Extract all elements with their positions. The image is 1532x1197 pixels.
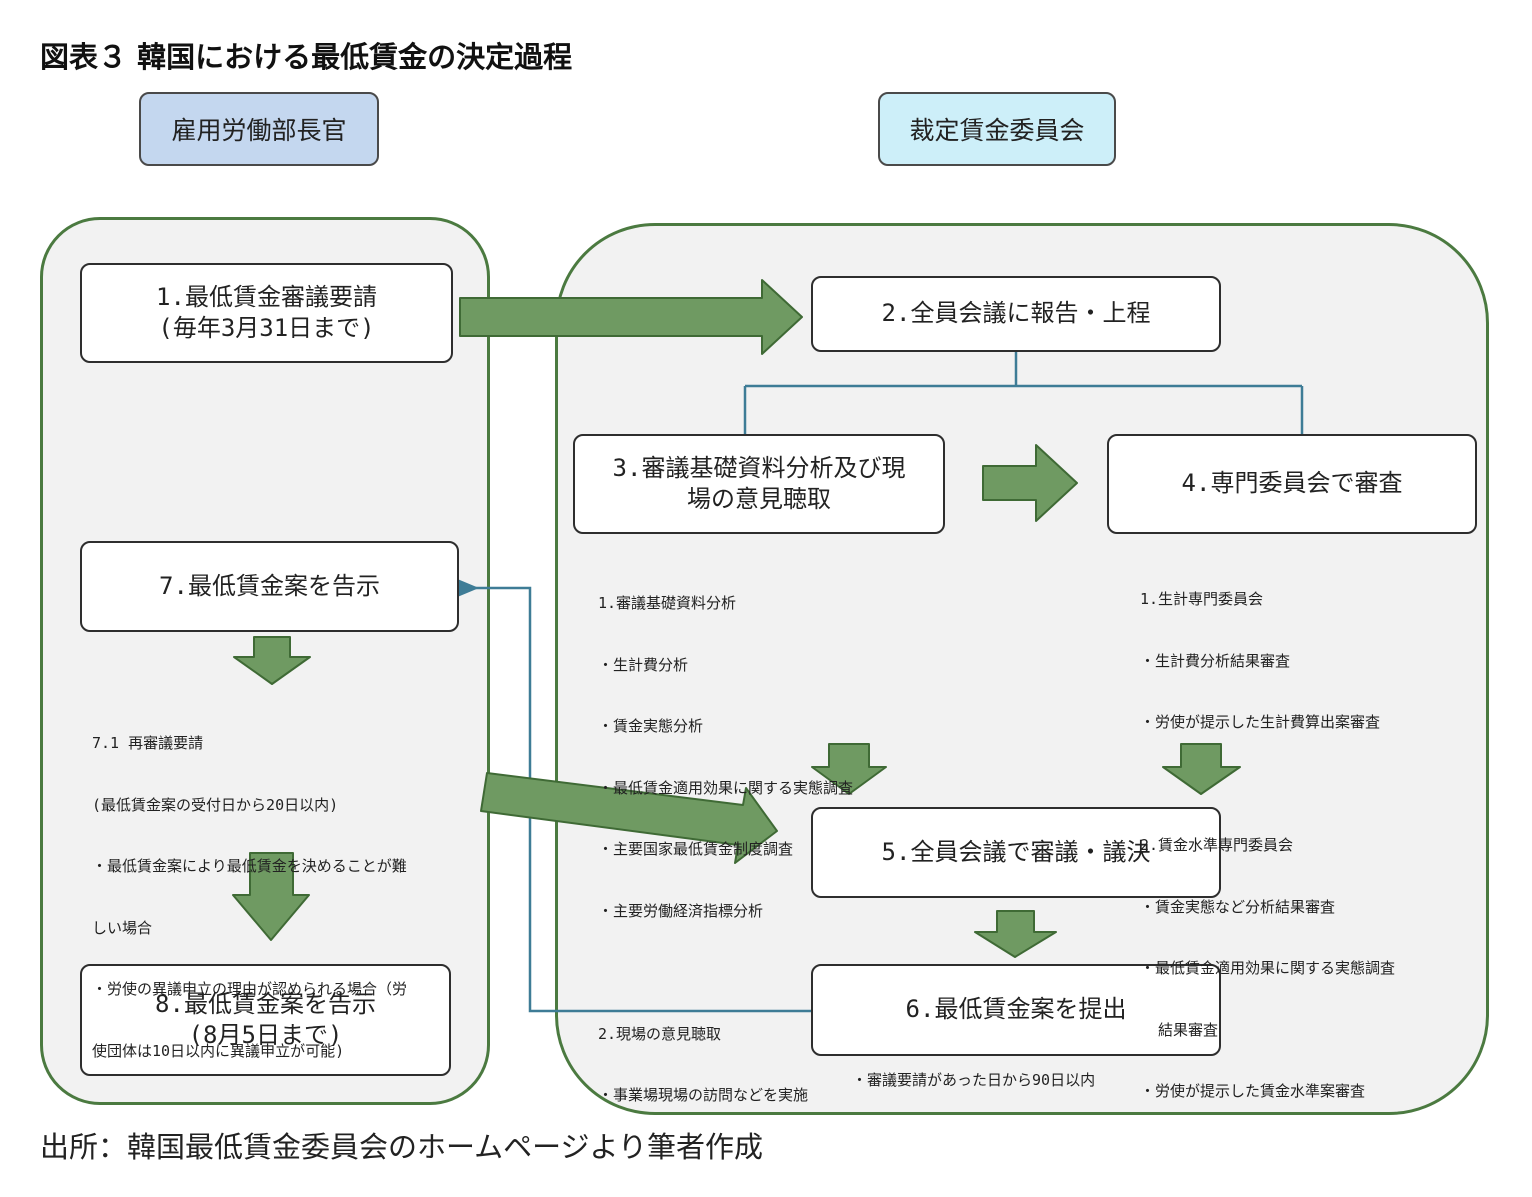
note-line: 2.賃金水準専門委員会	[1140, 836, 1294, 854]
step5-box: 5.全員会議で審議・議決	[811, 807, 1221, 898]
note-line: 7.1 再審議要請	[92, 734, 204, 752]
note-line: 使団体は10日以内に異議申立が可能)	[92, 1041, 345, 1060]
note-line: 2.現場の意見聴取	[598, 1024, 722, 1043]
step7-title: 7.最低賃金案を告示	[159, 571, 380, 600]
step3-box: 3.審議基礎資料分析及び現 場の意見聴取	[573, 434, 945, 534]
note-line	[598, 962, 853, 983]
note-line: しい場合	[92, 918, 153, 937]
note-line: ・最低賃金案により最低賃金を決めることが難	[92, 857, 407, 875]
header-wage-committee: 裁定賃金委員会	[878, 92, 1116, 166]
step3-title-line2: 場の意見聴取	[687, 485, 831, 513]
step7-1-notes: 7.1 再審議要請 (最低賃金案の受付日から20日以内) ・最低賃金案により最低…	[92, 692, 407, 1082]
header-labor-minister: 雇用労働部長官	[139, 92, 379, 166]
step6-note: ・審議要請があった日から90日以内	[852, 1071, 1096, 1089]
step1-deadline: (毎年3月31日まで)	[158, 314, 375, 342]
note-line: ・賃金実態分析	[598, 717, 704, 735]
arrow-step5-to-step6	[974, 910, 1057, 958]
note-line: ・主要国家最低賃金制度調査	[598, 840, 794, 858]
step8-box: 8.最低賃金案を告示 (8月5日まで)	[80, 964, 451, 1076]
arrow-step4-to-step5	[1162, 743, 1241, 795]
step8-title: 8.最低賃金案を告示	[155, 989, 376, 1018]
page-title: 図表３ 韓国における最低賃金の決定過程	[40, 40, 573, 74]
note-line: 結果審査	[1140, 1020, 1219, 1039]
step7-box: 7.最低賃金案を告示	[80, 541, 459, 632]
step4-title: 4.専門委員会で審査	[1181, 469, 1403, 498]
note-line: ・労使が提示した生計費算出案審査	[1140, 713, 1381, 731]
source-credit: 出所：韓国最低賃金委員会のホームページより筆者作成	[40, 1130, 763, 1164]
step5-title: 5.全員会議で審議・議決	[881, 837, 1151, 866]
step4-notes: 1.生計専門委員会 ・生計費分析結果審査 ・労使が提示した生計費算出案審査 2.…	[1140, 548, 1395, 1122]
note-line: ・労使が提示した賃金水準案審査	[1140, 1082, 1366, 1100]
step3-notes: 1.審議基礎資料分析 ・生計費分析 ・賃金実態分析 ・最低賃金適用効果に関する実…	[598, 552, 853, 1126]
note-line: ・事業場現場の訪問などを実施	[598, 1086, 809, 1104]
note-line: 1.審議基礎資料分析	[598, 594, 737, 612]
connector-step2-to-step3-step4	[743, 352, 1304, 434]
step1-box: 1.最低賃金審議要請 (毎年3月31日まで)	[80, 263, 453, 363]
step6-box: 6.最低賃金案を提出	[811, 964, 1221, 1056]
note-line: ・生計費分析結果審査	[1140, 651, 1291, 670]
arrow-step3-to-step5	[811, 743, 887, 795]
step2-title: 2.全員会議に報告・上程	[881, 299, 1151, 328]
step3-title-line1: 3.審議基礎資料分析及び現	[612, 453, 906, 482]
arrow-step7-1-to-step5	[480, 772, 778, 864]
arrow-step1-to-step2	[459, 279, 803, 355]
note-line: (最低賃金案の受付日から20日以内)	[92, 795, 339, 814]
arrow-step7-1-to-step8	[232, 852, 310, 941]
step4-box: 4.専門委員会で審査	[1107, 434, 1477, 534]
step2-box: 2.全員会議に報告・上程	[811, 276, 1221, 352]
note-line: 1.生計専門委員会	[1140, 590, 1264, 608]
note-line: ・最低賃金適用効果に関する実態調査	[1140, 959, 1396, 977]
arrow-step7-down	[233, 636, 311, 685]
note-line	[1140, 774, 1395, 795]
note-line: ・主要労働経済指標分析	[598, 901, 764, 920]
step6-title: 6.最低賃金案を提出	[905, 995, 1127, 1024]
step8-deadline: (8月5日まで)	[188, 1021, 343, 1049]
note-line: ・賃金実態など分析結果審査	[1140, 897, 1336, 916]
note-line: ・労使の異議申立の理由が認められる場合（労	[92, 980, 408, 998]
step1-title: 1.最低賃金審議要請	[156, 282, 377, 311]
arrow-step3-to-step4	[982, 444, 1078, 522]
note-line: ・最低賃金適用効果に関する実態調査	[598, 778, 854, 797]
note-line: ・生計費分析	[598, 655, 689, 674]
